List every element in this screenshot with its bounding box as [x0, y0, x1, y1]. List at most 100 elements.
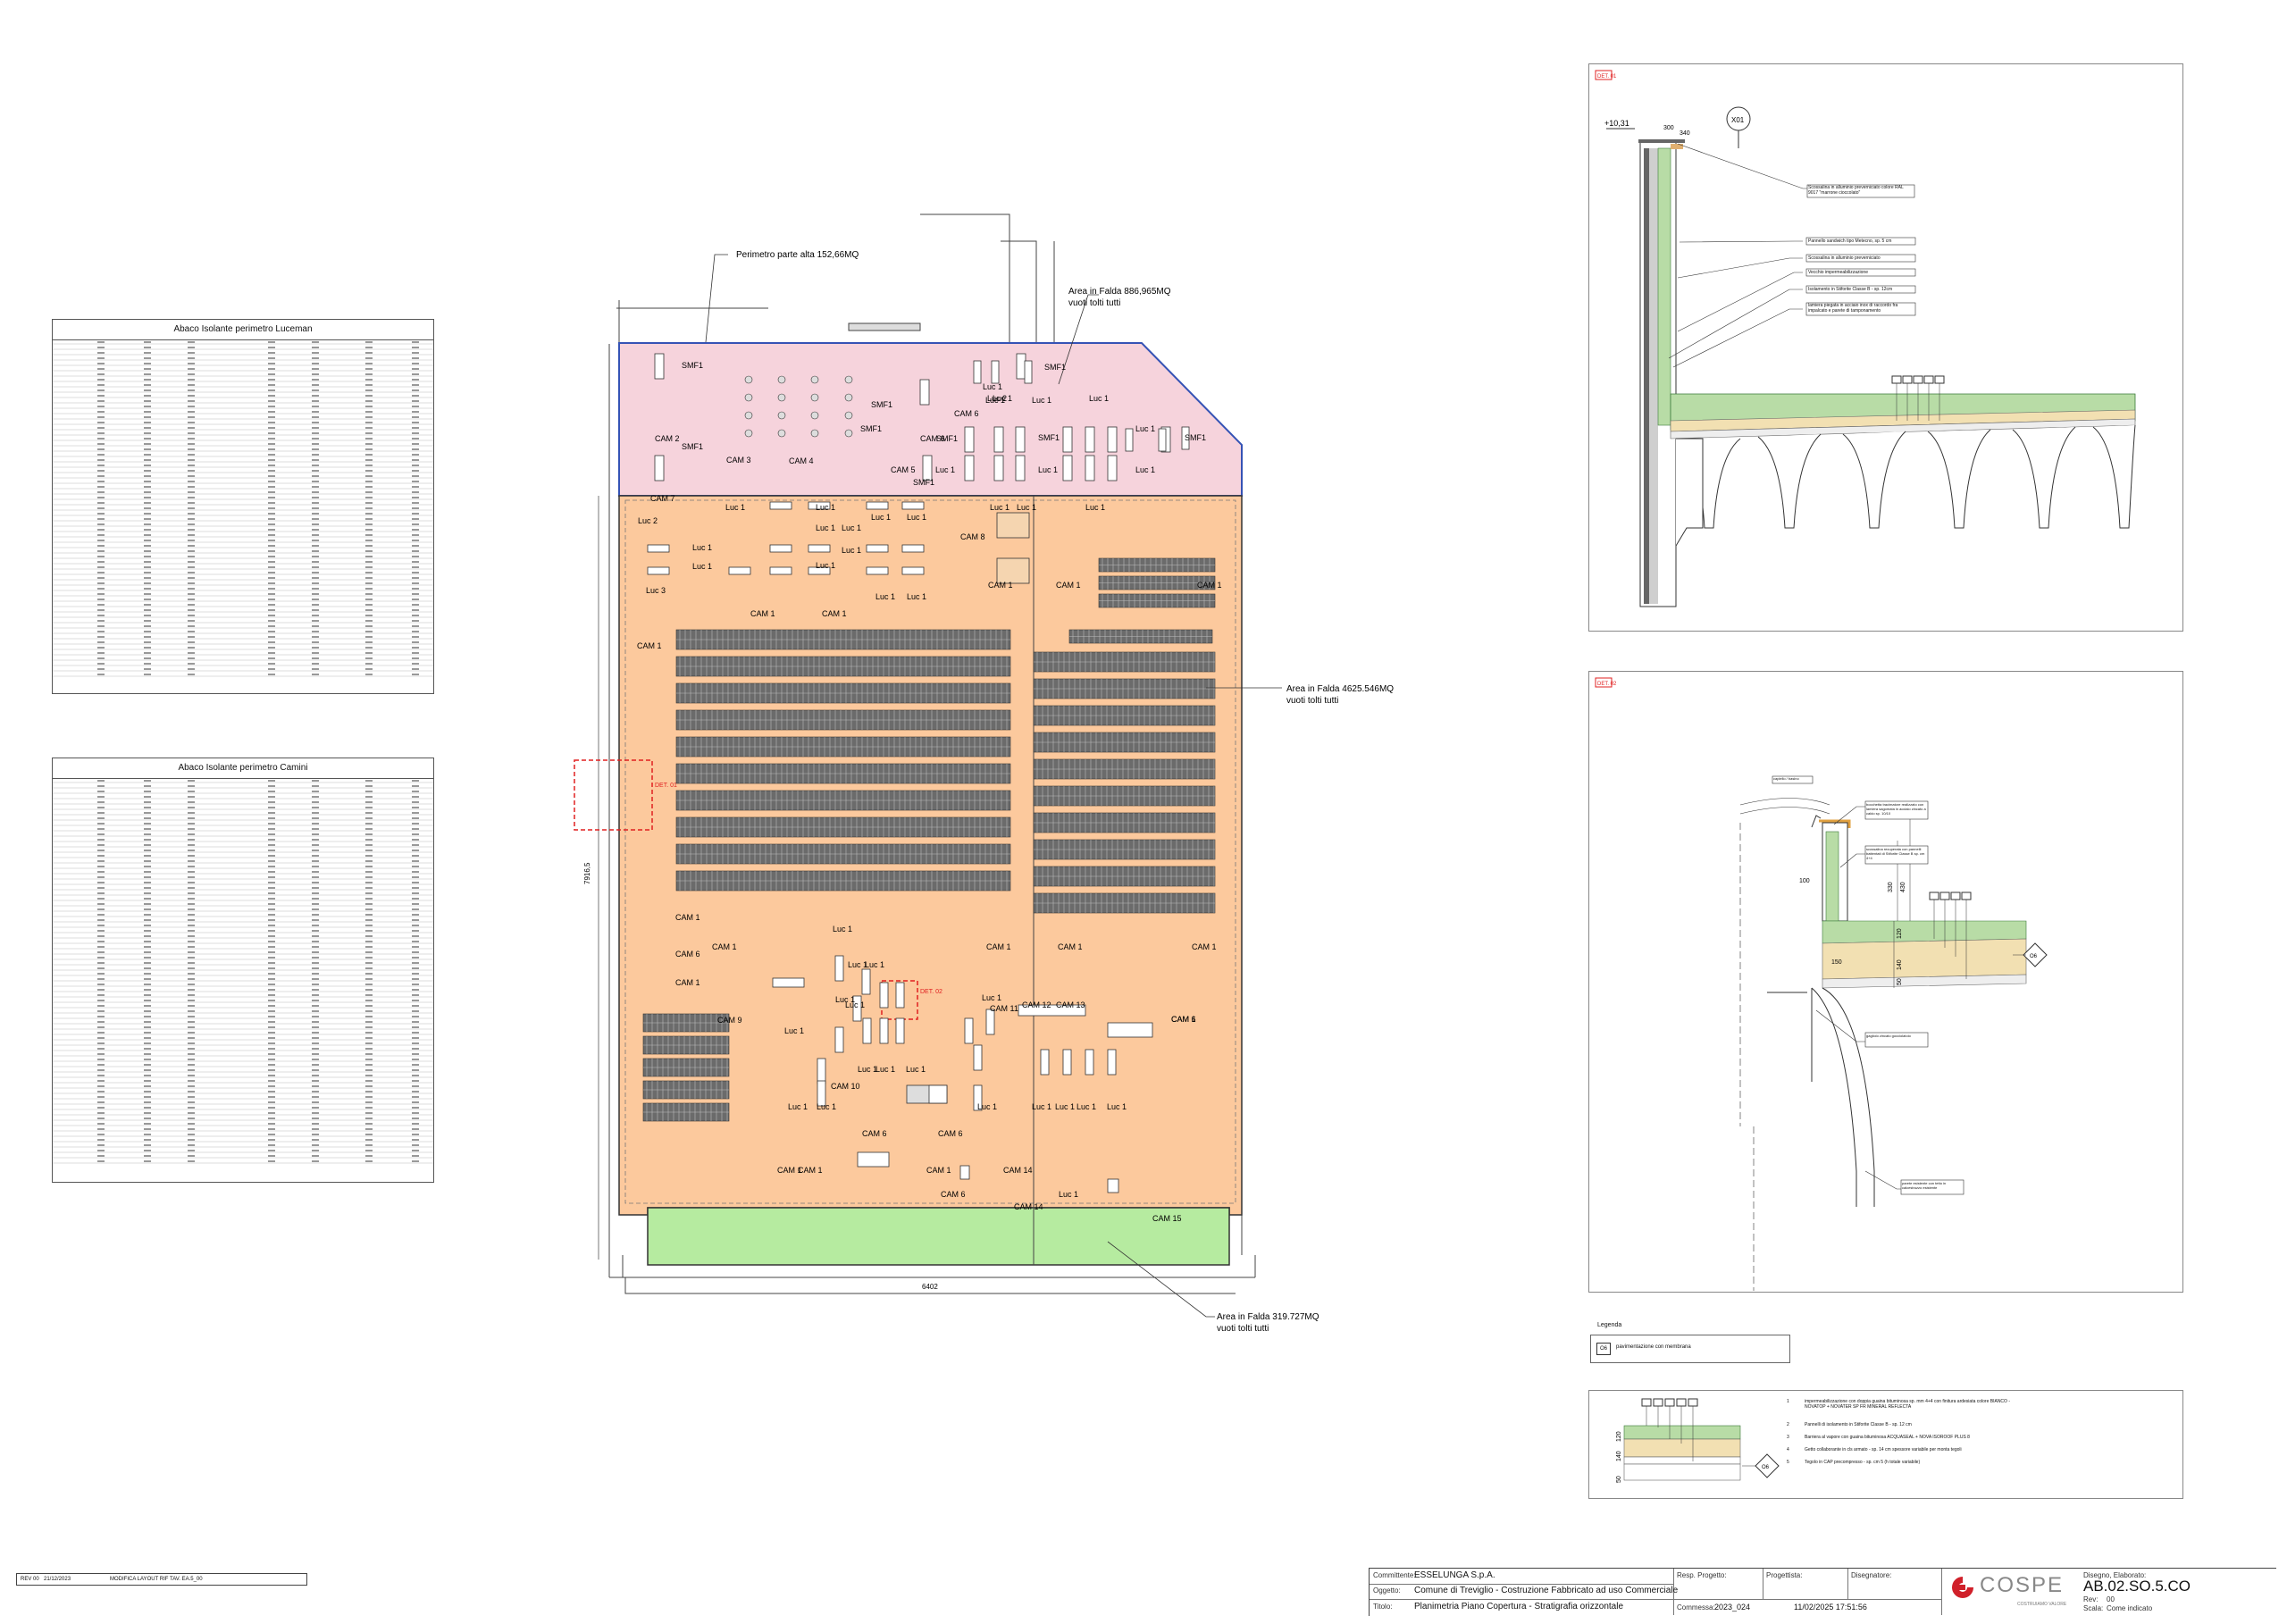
- layer-concrete: [1623, 1438, 1741, 1458]
- roof-equipment: [1018, 1004, 1086, 1017]
- equipment-label: Luc 1: [875, 1065, 895, 1074]
- equipment-label: Luc 1: [816, 503, 835, 512]
- equipment-label: CAM 1: [777, 1166, 802, 1175]
- callout-text: parete esistente con tetto in calcestruz…: [1902, 1181, 1947, 1190]
- equipment-label: Luc 1: [906, 1065, 926, 1074]
- roof-equipment: [993, 426, 1004, 453]
- equipment-label: Luc 1: [788, 1102, 808, 1111]
- dimension: 120: [1897, 928, 1903, 939]
- schedule-title: Abaco Isolante perimetro Luceman: [53, 320, 433, 340]
- green-roof-area: [647, 1207, 1230, 1266]
- det-tag-box: [1595, 70, 1613, 80]
- dimension: 140: [1897, 959, 1903, 970]
- equipment-label: CAM 15: [1152, 1214, 1182, 1223]
- roof-equipment: [808, 544, 831, 553]
- schedule-camini: Abaco Isolante perimetro Camini: [52, 758, 434, 1183]
- stratigraphy-item-number: 2: [1787, 1422, 1789, 1427]
- leader-line: [705, 254, 728, 343]
- equipment-label: CAM 9: [717, 1016, 742, 1025]
- roof-equipment: [1107, 1022, 1153, 1038]
- rev-value: 00: [2107, 1595, 2115, 1603]
- layer-tegolo: [1623, 1456, 1741, 1465]
- det-01-tag: DET. 01: [655, 783, 677, 789]
- schedule-grid: [53, 780, 433, 1164]
- tb-titolo-cell: Titolo: Planimetria Piano Copertura - St…: [1370, 1599, 1674, 1615]
- equipment-label: Luc 1: [935, 465, 955, 474]
- roof-equipment: [866, 566, 889, 575]
- disegnatore-label: Disegnatore:: [1851, 1571, 1892, 1579]
- callout-text: Isolamento in Stiforite Classe B - sp. 1…: [1808, 287, 1893, 292]
- section-bubble: [1755, 1453, 1780, 1478]
- oggetto-label: Oggetto:: [1373, 1586, 1401, 1595]
- det-01-marker: [574, 759, 653, 831]
- roof-equipment: [769, 566, 792, 575]
- scala-label: Scala:: [2083, 1604, 2104, 1612]
- logo-text: COSPE: [1980, 1573, 2065, 1597]
- callout-text: Scossalina in alluminio preverniciato co…: [1808, 185, 1904, 196]
- roof-equipment: [728, 566, 751, 575]
- titolo-label: Titolo:: [1373, 1603, 1393, 1611]
- equipment-label: Luc 2: [638, 516, 658, 525]
- equipment-label: SMF1: [1044, 363, 1066, 372]
- equipment-label: CAM 5: [891, 465, 916, 474]
- tb-logo-cell: COSPE COSTRUIAMO VALORE: [1946, 1569, 2080, 1615]
- section-bubble-text: O6: [1762, 1465, 1770, 1470]
- beam-profile: [1675, 438, 1704, 547]
- layer-insulation: [1623, 1425, 1741, 1440]
- outline: [1767, 988, 1813, 1082]
- equipment-label: CAM 1: [1058, 942, 1083, 951]
- dimension: 120: [1616, 1431, 1622, 1442]
- equipment-label: Luc 1: [993, 394, 1012, 403]
- det-02-tag: DET. 02: [920, 989, 942, 995]
- callout-text: Pannello sandwich tipo Metecno, sp. 5 cm: [1808, 239, 1892, 244]
- equipment-label: CAM 6: [954, 409, 979, 418]
- outline: [1739, 807, 1830, 815]
- layer-tags: [1929, 892, 1972, 979]
- equipment-label: SMF1: [682, 442, 703, 451]
- tb-committente-cell: Committente: ESSELUNGA S.p.A.: [1370, 1569, 1674, 1585]
- upper-outline: [848, 322, 921, 331]
- level-text: +10,31: [1604, 119, 1629, 128]
- legend-box: O6 pavimentazione con membrana: [1590, 1335, 1790, 1363]
- equipment-label: CAM 6: [1171, 1015, 1196, 1024]
- roof-equipment: [973, 360, 982, 384]
- flashing: [1671, 144, 1683, 149]
- equipment-label: CAM 1: [988, 581, 1013, 590]
- equipment-label: CAM 6: [920, 434, 945, 443]
- roof-equipment: [1085, 1049, 1094, 1076]
- equipment-label: SMF1: [871, 400, 892, 409]
- roof-equipment: [919, 379, 930, 406]
- cospe-logo-icon: [1952, 1577, 1973, 1598]
- roof-equipment: [861, 968, 871, 995]
- callout-leaders: [1815, 806, 1901, 1190]
- roof-equipment: [857, 1151, 890, 1168]
- stratigraphy-item-text: Barriera al vapore con guaina bituminosa…: [1805, 1435, 1970, 1440]
- tb-prog-cell: Progettista:: [1763, 1569, 1848, 1600]
- roof-equipment: [895, 1017, 905, 1044]
- roof-equipment: [654, 353, 665, 380]
- equipment-label: CAM 3: [726, 456, 751, 465]
- roof-equipment: [1107, 1049, 1117, 1076]
- det-02-label: DET. 02: [1597, 682, 1617, 687]
- beam-profile: [2012, 426, 2076, 529]
- equipment-label: CAM 6: [938, 1129, 963, 1138]
- equipment-label: CAM 14: [1003, 1166, 1033, 1175]
- roof-equipment: [1040, 1049, 1050, 1076]
- beam-profile: [1822, 987, 1875, 1207]
- titolo-value: Planimetria Piano Copertura - Stratigraf…: [1414, 1602, 1623, 1611]
- tb-oggetto-cell: Oggetto: Comune di Treviglio - Costruzio…: [1370, 1584, 1678, 1600]
- legend-text: pavimentazione con membrana: [1616, 1344, 1691, 1350]
- equipment-label: Luc 1: [990, 503, 1009, 512]
- scala-value: Come indicato: [2107, 1604, 2153, 1612]
- equipment-label: Luc 1: [784, 1026, 804, 1035]
- equipment-label: Luc 1: [1107, 1102, 1127, 1111]
- beam-profile: [1757, 433, 1822, 529]
- equipment-label: Luc 1: [985, 396, 1005, 405]
- equipment-label: Luc 1: [1059, 1190, 1078, 1199]
- schedule-grid: [53, 341, 433, 677]
- revision-box: REV 00 21/12/2023 MODIFICA LAYOUT RIF TA…: [16, 1573, 307, 1586]
- dim-a: 300: [1663, 125, 1674, 131]
- roof-equipment: [1107, 426, 1118, 453]
- tb-commessa-cell: Commessa: 2023_024 11/02/2025 17:51:56: [1673, 1599, 1942, 1615]
